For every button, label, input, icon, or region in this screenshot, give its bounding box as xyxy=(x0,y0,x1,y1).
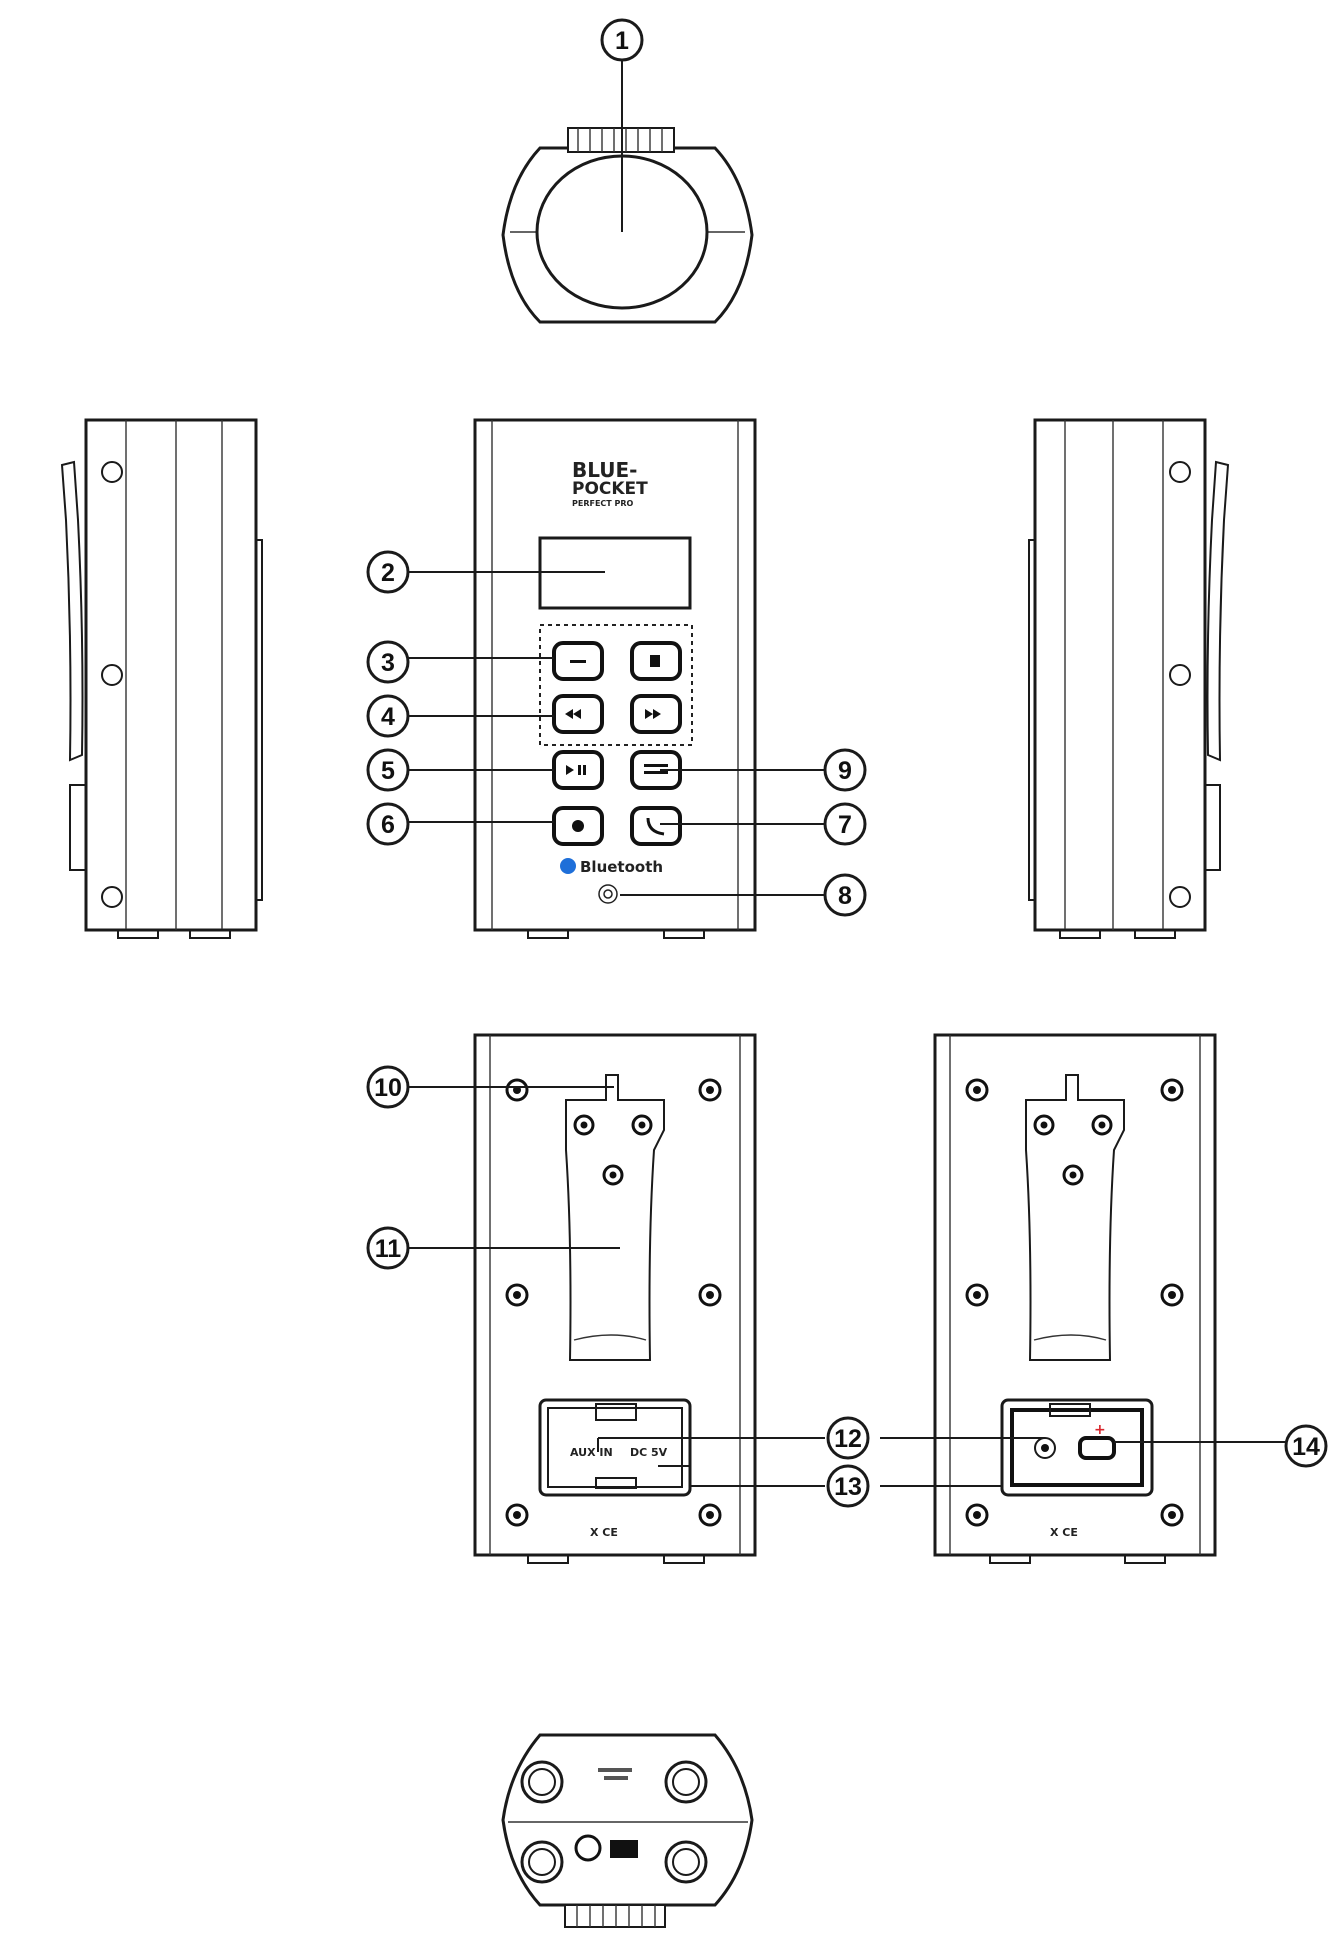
callout-11: 11 xyxy=(366,1226,410,1270)
callout-13: 13 xyxy=(826,1464,870,1508)
certification-mark-2 xyxy=(610,1840,638,1858)
leader-lines xyxy=(408,571,1285,1487)
callout-14: 14 xyxy=(1284,1424,1328,1468)
bluetooth-icon xyxy=(560,858,576,874)
battery-cover xyxy=(538,1398,692,1497)
svg-text:2: 2 xyxy=(381,559,395,587)
brand-line1: BLUE- xyxy=(572,458,637,482)
front-view: BLUE- POCKET PERFECT PRO Bluetooth xyxy=(473,418,757,939)
left-side-view xyxy=(60,418,263,939)
svg-text:5: 5 xyxy=(381,757,395,785)
certification-mark xyxy=(574,1834,602,1862)
callout-5: 5 xyxy=(366,748,410,792)
port-plus-label: + xyxy=(1094,1422,1106,1438)
svg-text:DC 5V: DC 5V xyxy=(630,1446,668,1459)
callout-2: 2 xyxy=(366,550,410,594)
svg-text:X CE: X CE xyxy=(1050,1526,1078,1539)
svg-text:3: 3 xyxy=(381,649,395,677)
callout-9: 9 xyxy=(823,748,867,792)
button-phone[interactable] xyxy=(630,806,682,846)
back-view-open: + X CE xyxy=(933,1033,1217,1564)
svg-text:8: 8 xyxy=(838,882,852,910)
callout-3: 3 xyxy=(366,640,410,684)
callout-8: 8 xyxy=(823,873,867,917)
microphone-icon xyxy=(598,884,618,904)
svg-text:9: 9 xyxy=(838,757,852,785)
top-view xyxy=(501,60,754,324)
back-view-closed: AUX IN DC 5V X CE xyxy=(473,1033,757,1564)
svg-text:AUX IN: AUX IN xyxy=(570,1446,613,1459)
callout-10: 10 xyxy=(366,1065,410,1109)
svg-text:10: 10 xyxy=(374,1074,402,1102)
callout-6: 6 xyxy=(366,802,410,846)
dc-in-port[interactable] xyxy=(1078,1436,1116,1460)
callout-1: 1 xyxy=(600,18,644,62)
right-side-view xyxy=(1028,418,1230,939)
svg-text:14: 14 xyxy=(1292,1433,1320,1461)
bottom-view xyxy=(501,1733,754,1928)
svg-text:4: 4 xyxy=(381,703,395,731)
weee-mark: X CE xyxy=(590,1526,618,1539)
svg-text:13: 13 xyxy=(834,1473,862,1501)
screw-set xyxy=(505,1078,722,1527)
callout-7: 7 xyxy=(823,802,867,846)
callout-4: 4 xyxy=(366,694,410,738)
svg-text:6: 6 xyxy=(381,811,395,839)
belt-clip xyxy=(565,1074,665,1361)
bluetooth-label: Bluetooth xyxy=(580,858,663,876)
svg-text:11: 11 xyxy=(375,1235,402,1263)
brand-line2: POCKET xyxy=(572,479,648,499)
svg-text:7: 7 xyxy=(838,811,852,839)
svg-text:1: 1 xyxy=(615,27,629,55)
callout-12: 12 xyxy=(826,1416,870,1460)
brand-line3: PERFECT PRO xyxy=(572,499,634,508)
svg-text:12: 12 xyxy=(834,1425,862,1453)
